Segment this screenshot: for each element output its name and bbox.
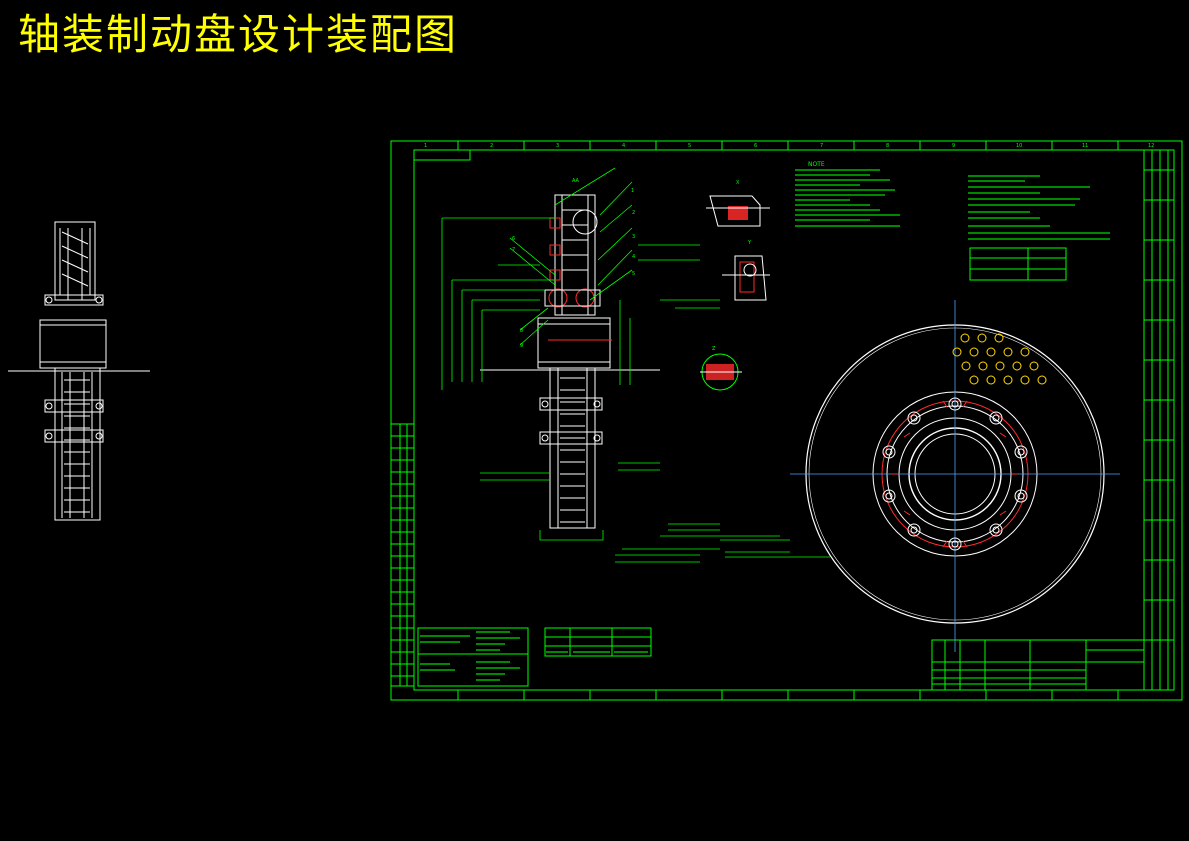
zone-label: 5: [688, 143, 691, 149]
balloon: 6: [512, 236, 515, 242]
balloon-labels: 1 2 3 4 5 6 7 8 9 AA: [512, 178, 635, 349]
left-section-view: [8, 221, 150, 521]
balloon: 4: [632, 254, 635, 260]
zone-label: 9: [952, 143, 955, 149]
zone-label: 2: [490, 143, 493, 149]
section-highlights: [548, 217, 612, 341]
note-heading: NOTE: [808, 161, 825, 168]
svg-text:Z: Z: [712, 346, 716, 352]
main-section-view: [480, 194, 660, 529]
zone-label: 8: [886, 143, 889, 149]
dimension-lines: [441, 167, 830, 563]
detail-view-x: X: [706, 180, 770, 227]
zone-label: 10: [1016, 143, 1022, 149]
balloon: 5: [632, 271, 635, 277]
disc-front-view: [790, 300, 1120, 652]
balloon: 2: [632, 210, 635, 216]
svg-text:X: X: [736, 180, 740, 186]
zone-label: 6: [754, 143, 757, 149]
sheet-frame: [390, 140, 1183, 701]
zone-label: 12: [1148, 143, 1154, 149]
zone-label: 4: [622, 143, 625, 149]
sheet-zone-labels: 1 2 3 4 5 6 7 8 9 10 11 12: [424, 143, 1154, 149]
zone-label: 3: [556, 143, 559, 149]
detail-view-z: Z: [700, 346, 742, 391]
zone-label: 11: [1082, 143, 1088, 149]
section-label: AA: [572, 178, 580, 184]
balloon: 3: [632, 234, 635, 240]
zone-label: 1: [424, 143, 427, 149]
page-title: 轴装制动盘设计装配图: [18, 10, 459, 59]
svg-text:Y: Y: [747, 240, 752, 246]
bolt-detail: [544, 209, 601, 307]
balloon: 7: [512, 247, 515, 253]
balloon: 9: [520, 343, 523, 349]
balloon: 1: [631, 188, 634, 194]
balloon: 8: [520, 328, 523, 334]
notes-block: [420, 169, 1110, 681]
detail-view-y: Y: [722, 240, 770, 301]
zone-label: 7: [820, 143, 823, 149]
